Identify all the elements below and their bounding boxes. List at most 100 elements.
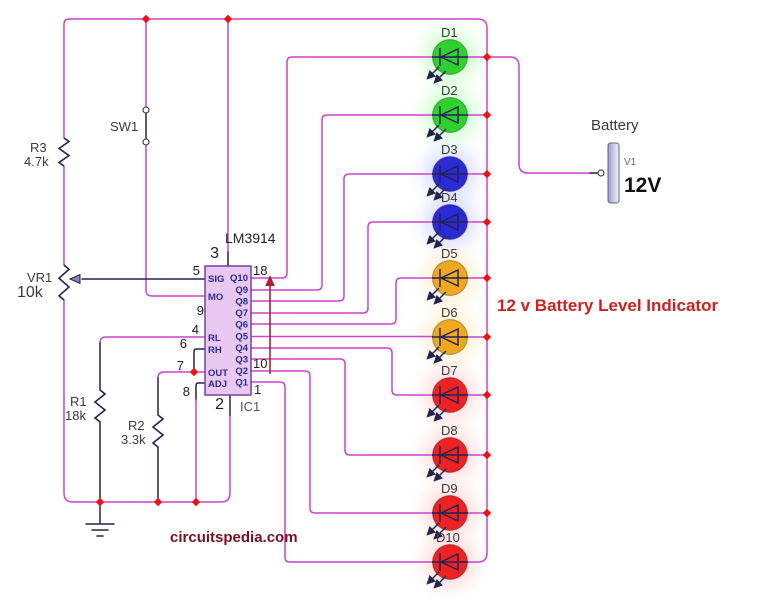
r1-ref: R1: [70, 394, 87, 409]
pin-q6: Q6: [235, 320, 248, 331]
vr1-ref: VR1: [27, 270, 52, 285]
pin-sig: SIG: [208, 274, 224, 285]
led-d9-label: D9: [441, 481, 458, 496]
resistor-r1: R1 18k: [65, 389, 107, 423]
q8-to-d3-wire: [250, 173, 433, 302]
pin-out: OUT: [208, 368, 228, 379]
led-d8-label: D8: [441, 423, 458, 438]
pin-9-number: 9: [197, 303, 204, 318]
pin-1-number: 1: [254, 382, 261, 397]
r1-value: 18k: [65, 408, 86, 423]
pin-q1: Q1: [235, 378, 248, 389]
q1-to-d10-wire: [250, 381, 433, 563]
vr1-value: 10k: [17, 284, 44, 301]
q7-to-d4-wire: [250, 221, 433, 314]
potentiometer-vr1: VR1 10k: [17, 264, 81, 301]
led-d7-label: D7: [441, 363, 458, 378]
pin-q7: Q7: [235, 308, 248, 319]
rh-wire: [193, 348, 206, 373]
led-d1-label: D1: [441, 25, 458, 40]
pin-q10: Q10: [230, 273, 248, 284]
pin-mo: MO: [208, 292, 223, 303]
pin-5-number: 5: [193, 263, 200, 278]
pin-q3: Q3: [235, 355, 248, 366]
power-rail-and-anode-bus-wire: [68, 18, 488, 563]
battery-terminal: [597, 169, 605, 177]
r2-ref: R2: [128, 418, 145, 433]
pin-3-number: 3: [210, 245, 219, 262]
ic-lm3914: LM3914 IC1 3 2 SIG MO RL RH OUT ADJ 5 9 …: [177, 230, 276, 414]
pin-adj: ADJ: [208, 379, 227, 390]
led-d8: D8: [428, 423, 468, 480]
vr1-wiper-arrow: [68, 273, 81, 285]
led-d3: D3: [428, 142, 468, 199]
sw1-ref: SW1: [110, 119, 138, 134]
pin-rh: RH: [208, 345, 222, 356]
battery-label: Battery: [591, 117, 639, 134]
led-d3-label: D3: [441, 142, 458, 157]
pin-7-number: 7: [177, 358, 184, 373]
pin-18-number: 18: [253, 263, 267, 278]
pin-4-number: 4: [192, 322, 199, 337]
sw1-terminal-bottom: [142, 138, 150, 146]
wires: [63, 18, 598, 563]
battery-symbol: [607, 142, 620, 204]
q4-to-d7-wire: [250, 347, 433, 396]
sw1-branch-wire: [145, 18, 206, 297]
led-d5-label: D5: [441, 246, 458, 261]
pin-q5: Q5: [235, 332, 248, 343]
q6-to-d5-wire: [250, 277, 433, 325]
pin-q4: Q4: [235, 343, 248, 354]
out-wire: [157, 371, 206, 379]
ground-symbol: [85, 501, 115, 537]
pin-8-number: 8: [183, 384, 190, 399]
r3-value: 4.7k: [24, 154, 49, 169]
leds: D1 D2 D3 D4 D5 D6 D7: [428, 25, 468, 587]
pin-2-number: 2: [215, 396, 224, 413]
r3-ref: R3: [30, 140, 47, 155]
pin-6-number: 6: [180, 336, 187, 351]
resistor-r2: R2 3.3k: [121, 414, 165, 448]
led-d6: D6: [428, 305, 468, 362]
pin-q2: Q2: [235, 366, 248, 377]
page-title: 12 v Battery Level Indicator: [497, 296, 718, 315]
led-d9: D9: [428, 481, 468, 538]
pin-q9: Q9: [235, 285, 248, 296]
led-d7: D7: [428, 363, 468, 420]
pin-10-number: 10: [253, 356, 267, 371]
led-d2: D2: [428, 83, 468, 140]
q9-to-d2-wire: [250, 114, 433, 291]
resistor-r3: R3 4.7k: [24, 137, 71, 169]
left-rail-and-ground-bus-wire: [63, 18, 231, 503]
led-d2-label: D2: [441, 83, 458, 98]
led-bus-stubs: [466, 56, 488, 514]
q2-to-d9-wire: [250, 370, 433, 514]
ic-body: [204, 265, 252, 396]
led-d10-label: D10: [436, 530, 460, 545]
q3-to-d8-wire: [250, 358, 433, 456]
rl-wire: [99, 336, 206, 344]
pin-q8: Q8: [235, 297, 248, 308]
ic-part-label: LM3914: [225, 230, 276, 246]
battery-voltage: 12V: [624, 174, 661, 197]
site-watermark: circuitspedia.com: [170, 529, 298, 546]
q10-to-d1-wire: [250, 56, 433, 279]
battery-wire: [490, 56, 591, 174]
bar-direction-arrow-head: [265, 275, 275, 286]
battery-ref: V1: [624, 157, 637, 168]
switch-sw1: SW1: [110, 106, 150, 146]
r2-value: 3.3k: [121, 432, 146, 447]
adj-lead: [195, 382, 206, 401]
led-d4-label: D4: [441, 190, 458, 205]
sw1-terminal-top: [142, 106, 150, 114]
ic-ref-label: IC1: [240, 399, 260, 414]
pin-rl: RL: [208, 333, 221, 344]
battery-v1: Battery V1 12V: [591, 117, 661, 204]
led-d1: D1: [428, 25, 468, 82]
led-d6-label: D6: [441, 305, 458, 320]
led-d5: D5: [428, 246, 468, 303]
led-d10: D10: [428, 530, 468, 587]
